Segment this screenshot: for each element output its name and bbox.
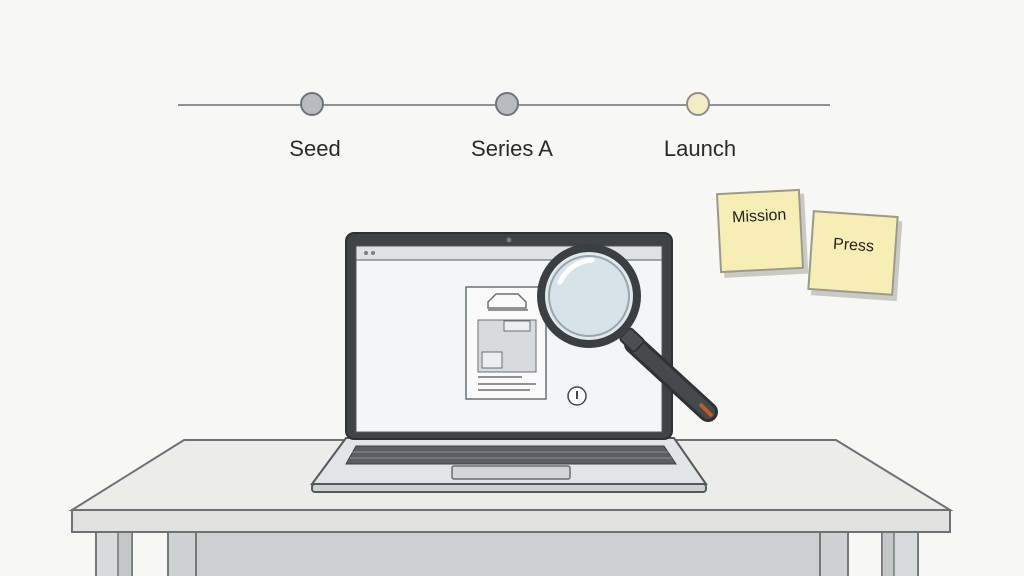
sticky-note-label: Press: [832, 235, 875, 256]
timeline-label-seed: Seed: [289, 136, 341, 161]
timeline-dot-seed: [300, 92, 324, 116]
desk-icon: [68, 439, 954, 576]
timeline: Seed Series A Launch: [0, 0, 1024, 180]
timeline-label-launch: Launch: [663, 136, 737, 161]
sticky-note-label: Mission: [731, 206, 787, 227]
sticky-note-mission: Mission: [715, 188, 805, 274]
timeline-dot-launch: [686, 92, 710, 116]
sticky-note-press: Press: [807, 210, 899, 296]
play-icon: [567, 386, 587, 406]
timeline-label-series-a: Series A: [471, 136, 553, 161]
magnifying-glass-icon: [537, 244, 718, 422]
timeline-dot-series-a: [495, 92, 519, 116]
